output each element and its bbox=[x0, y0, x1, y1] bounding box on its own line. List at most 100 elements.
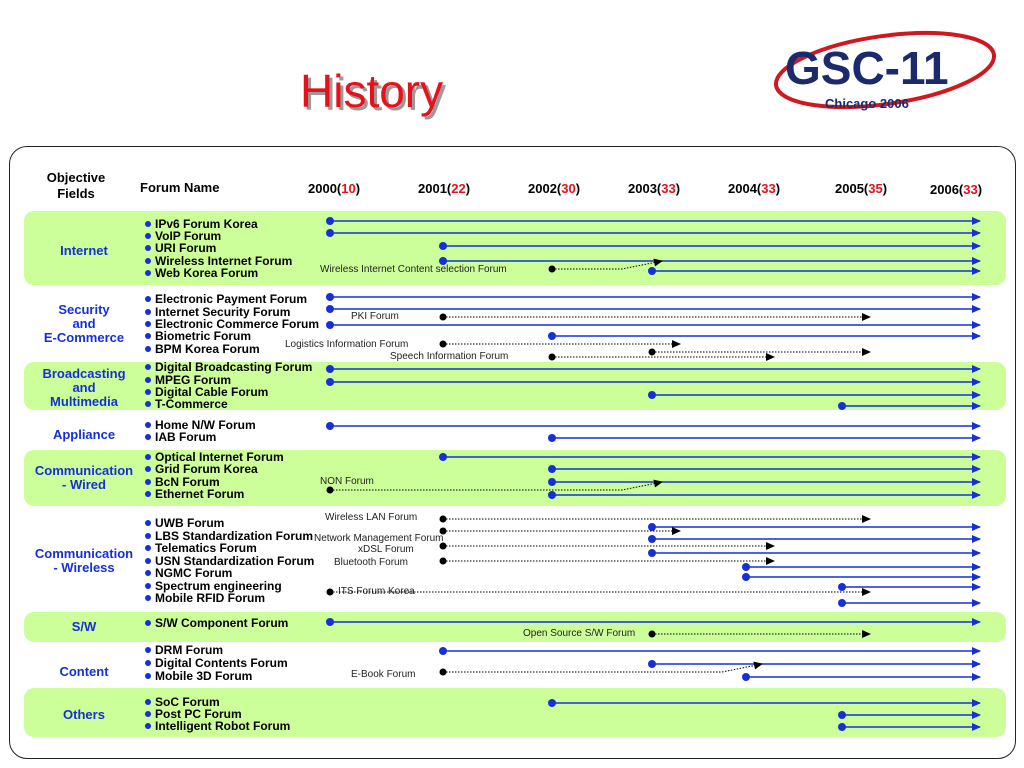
start-dot bbox=[548, 332, 556, 340]
bullet-icon bbox=[145, 570, 151, 576]
field-label-internet: Internet bbox=[24, 244, 144, 258]
forum-name: Grid Forum Korea bbox=[155, 462, 258, 476]
start-dot bbox=[742, 563, 750, 571]
forum-name: T-Commerce bbox=[155, 397, 228, 411]
start-dot bbox=[548, 491, 556, 499]
field-label-line: Communication bbox=[34, 546, 134, 561]
forum-item: MPEG Forum bbox=[145, 374, 231, 387]
forum-name: MPEG Forum bbox=[155, 373, 232, 387]
field-label-line: Content bbox=[59, 664, 109, 679]
start-dot bbox=[326, 321, 334, 329]
forum-item: UWB Forum bbox=[145, 517, 224, 530]
page-title: History bbox=[300, 65, 444, 117]
field-label-line: - Wired bbox=[62, 477, 106, 492]
forum-count: 33 bbox=[761, 181, 776, 196]
header-objective-line2: Fields bbox=[57, 186, 95, 201]
header-objective-fields: Objective Fields bbox=[38, 170, 114, 202]
year-label-2003: 2003(33) bbox=[628, 181, 681, 196]
forum-item: Electronic Payment Forum bbox=[145, 293, 307, 306]
forum-item: IPv6 Forum Korea bbox=[145, 218, 258, 231]
forum-item: Optical Internet Forum bbox=[145, 451, 284, 464]
start-dot bbox=[548, 465, 556, 473]
start-dot bbox=[648, 660, 656, 668]
year-value: 2000 bbox=[308, 181, 337, 196]
bullet-icon bbox=[145, 660, 151, 666]
field-label-line: Communication bbox=[34, 463, 134, 478]
forum-name: Intelligent Robot Forum bbox=[155, 719, 291, 733]
start-dot bbox=[439, 647, 447, 655]
forum-name: BcN Forum bbox=[155, 475, 220, 489]
bullet-icon bbox=[145, 377, 151, 383]
forum-item: DRM Forum bbox=[145, 644, 223, 657]
forum-item: VoIP Forum bbox=[145, 230, 221, 243]
start-dot bbox=[648, 391, 656, 399]
dissolved-forum-label: NON Forum bbox=[320, 476, 374, 487]
forum-name: Mobile 3D Forum bbox=[155, 669, 253, 683]
forum-count: 22 bbox=[451, 181, 466, 196]
forum-name: VoIP Forum bbox=[155, 229, 222, 243]
bullet-icon bbox=[145, 296, 151, 302]
forum-item: Internet Security Forum bbox=[145, 306, 290, 319]
field-label-line: and bbox=[72, 380, 96, 395]
field-label-line: and bbox=[72, 316, 96, 331]
bullet-icon bbox=[145, 401, 151, 407]
forum-item: Mobile RFID Forum bbox=[145, 592, 265, 605]
dissolved-forum-label: Bluetooth Forum bbox=[334, 557, 408, 568]
field-label-line: S/W bbox=[71, 619, 97, 634]
dissolved-forum-label: Speech Information Forum bbox=[390, 351, 509, 362]
bullet-icon bbox=[145, 466, 151, 472]
year-label-2001: 2001(22) bbox=[418, 181, 471, 196]
field-label-line: Broadcasting bbox=[42, 366, 126, 381]
field-label-line: Security bbox=[58, 302, 110, 317]
forum-count: 10 bbox=[341, 181, 356, 196]
gsc-logo: GSC-11 Chicago 2006 bbox=[773, 31, 997, 111]
start-dot bbox=[326, 378, 334, 386]
header-objective-line1: Objective bbox=[46, 170, 106, 185]
forum-item: Digital Contents Forum bbox=[145, 657, 288, 670]
forum-name: UWB Forum bbox=[155, 516, 225, 530]
start-dot bbox=[648, 523, 656, 531]
forum-name: IPv6 Forum Korea bbox=[155, 217, 258, 231]
forum-item: Ethernet Forum bbox=[145, 488, 244, 501]
bullet-icon bbox=[145, 723, 151, 729]
start-dot bbox=[439, 257, 447, 265]
merge-line bbox=[552, 258, 663, 270]
start-dot bbox=[742, 573, 750, 581]
bullet-icon bbox=[145, 258, 151, 264]
forum-item: S/W Component Forum bbox=[145, 617, 288, 630]
forum-count: 35 bbox=[868, 181, 883, 196]
forum-name: Digital Broadcasting Forum bbox=[155, 360, 313, 374]
forum-item: Mobile 3D Forum bbox=[145, 670, 252, 683]
start-dot bbox=[548, 434, 556, 442]
forum-name: LBS Standardization Forum bbox=[155, 529, 314, 543]
field-label-line: Internet bbox=[60, 243, 108, 258]
bullet-icon bbox=[145, 583, 151, 589]
year-label-2005: 2005(35) bbox=[835, 181, 888, 196]
start-dot bbox=[548, 478, 556, 486]
forum-item: SoC Forum bbox=[145, 696, 220, 709]
merge-line bbox=[330, 479, 663, 491]
bullet-icon bbox=[145, 221, 151, 227]
year-label-2004: 2004(33) bbox=[728, 181, 781, 196]
dissolved-forum-label: E-Book Forum bbox=[351, 669, 416, 680]
field-label-sw: S/W bbox=[24, 620, 144, 634]
start-dot bbox=[326, 229, 334, 237]
field-label-line: E-Commerce bbox=[43, 330, 125, 345]
forum-name: DRM Forum bbox=[155, 643, 223, 657]
forum-name: Ethernet Forum bbox=[155, 487, 245, 501]
forum-name: Optical Internet Forum bbox=[155, 450, 284, 464]
start-dot bbox=[326, 293, 334, 301]
start-dot bbox=[648, 267, 656, 275]
year-value: 2003 bbox=[628, 181, 657, 196]
forum-item: NGMC Forum bbox=[145, 567, 232, 580]
header-forum-name: Forum Name bbox=[140, 180, 220, 195]
forum-item: T-Commerce bbox=[145, 398, 228, 411]
forum-name: Home N/W Forum bbox=[155, 418, 256, 432]
bullet-icon bbox=[145, 454, 151, 460]
forum-item: Biometric Forum bbox=[145, 330, 251, 343]
forum-item: Digital Cable Forum bbox=[145, 386, 268, 399]
forum-item: Home N/W Forum bbox=[145, 419, 256, 432]
forum-name: SoC Forum bbox=[155, 695, 220, 709]
